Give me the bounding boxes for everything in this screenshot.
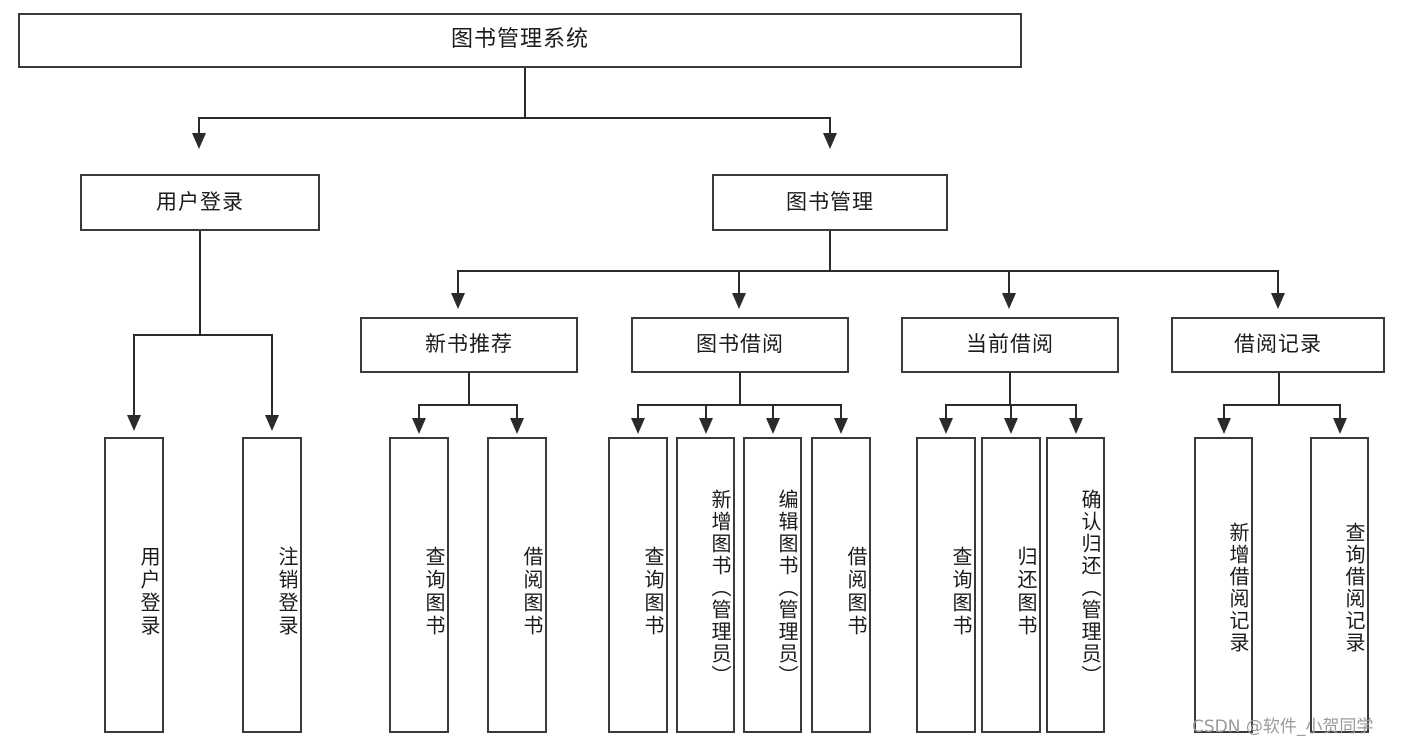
node-label: 注销登录	[275, 546, 299, 638]
node-label: 图书管理系统	[450, 27, 589, 53]
node-label: 查询借阅记录	[1342, 522, 1366, 654]
connector-book-manage-drop-2	[738, 270, 740, 296]
node-label: 查询图书	[422, 546, 446, 638]
connector-user-login-bus	[133, 334, 273, 336]
arrow-current-borrow-leaf-1	[939, 418, 953, 434]
connector-borrow-record-drop-1	[1223, 404, 1225, 420]
leaf-query-book-current[interactable]: 查询图书	[916, 437, 976, 733]
arrow-root-to-user-login	[192, 133, 206, 149]
node-book-manage[interactable]: 图书管理	[712, 174, 948, 231]
node-label: 新增图书（管理员）	[708, 489, 732, 687]
connector-user-login-drop-2	[271, 334, 273, 418]
node-label: 新增借阅记录	[1226, 522, 1250, 654]
node-current-borrow[interactable]: 当前借阅	[901, 317, 1119, 373]
arrow-borrow-record-leaf-1	[1217, 418, 1231, 434]
connector-book-borrow-stem	[739, 373, 741, 405]
leaf-query-borrow-record[interactable]: 查询借阅记录	[1310, 437, 1369, 733]
leaf-add-book[interactable]: 新增图书（管理员）	[676, 437, 735, 733]
arrow-book-manage-to-borrow-record	[1271, 293, 1285, 309]
connector-book-manage-drop-3	[1008, 270, 1010, 296]
connector-book-manage-stem	[829, 231, 831, 271]
connector-book-borrow-drop-1	[637, 404, 639, 420]
connector-new-book-recommend-bus	[418, 404, 518, 406]
connector-book-borrow-drop-4	[840, 404, 842, 420]
leaf-borrow-book-recommend[interactable]: 借阅图书	[487, 437, 547, 733]
node-label: 查询图书	[949, 546, 973, 638]
node-label: 查询图书	[641, 546, 665, 638]
arrow-new-book-recommend-leaf-2	[510, 418, 524, 434]
connector-current-borrow-drop-2	[1010, 404, 1012, 420]
node-label: 编辑图书（管理员）	[775, 489, 799, 687]
arrow-book-borrow-leaf-4	[834, 418, 848, 434]
node-label: 借阅图书	[520, 546, 544, 638]
leaf-add-borrow-record[interactable]: 新增借阅记录	[1194, 437, 1253, 733]
node-label: 当前借阅	[966, 332, 1054, 357]
leaf-query-book-borrow[interactable]: 查询图书	[608, 437, 668, 733]
arrow-book-borrow-leaf-2	[699, 418, 713, 434]
arrow-book-borrow-leaf-3	[766, 418, 780, 434]
connector-book-borrow-drop-3	[772, 404, 774, 420]
leaf-edit-book[interactable]: 编辑图书（管理员）	[743, 437, 802, 733]
node-label: 归还图书	[1014, 546, 1038, 638]
connector-book-borrow-bus	[637, 404, 842, 406]
arrow-user-login-leaf-2	[265, 415, 279, 431]
watermark: CSDN @软件_小贺同学	[1192, 717, 1374, 737]
connector-current-borrow-drop-3	[1075, 404, 1077, 420]
connector-root-stem	[524, 68, 526, 118]
node-label: 用户登录	[156, 189, 244, 214]
arrow-book-manage-to-current-borrow	[1002, 293, 1016, 309]
node-root-book-management-system[interactable]: 图书管理系统	[18, 13, 1022, 68]
leaf-borrow-book[interactable]: 借阅图书	[811, 437, 871, 733]
leaf-return-book[interactable]: 归还图书	[981, 437, 1041, 733]
connector-book-manage-drop-4	[1277, 270, 1279, 296]
arrow-new-book-recommend-leaf-1	[412, 418, 426, 434]
node-user-login[interactable]: 用户登录	[80, 174, 320, 231]
arrow-current-borrow-leaf-2	[1004, 418, 1018, 434]
node-label: 借阅图书	[844, 546, 868, 638]
arrow-root-to-book-manage	[823, 133, 837, 149]
node-label: 图书管理	[786, 189, 874, 214]
connector-book-manage-drop-1	[457, 270, 459, 296]
connector-current-borrow-stem	[1009, 373, 1011, 405]
leaf-user-logout[interactable]: 注销登录	[242, 437, 302, 733]
connector-book-manage-bus	[457, 270, 1279, 272]
arrow-book-manage-to-new-book-recommend	[451, 293, 465, 309]
connector-borrow-record-drop-2	[1339, 404, 1341, 420]
node-borrow-record[interactable]: 借阅记录	[1171, 317, 1385, 373]
arrow-book-manage-to-book-borrow	[732, 293, 746, 309]
node-new-book-recommend[interactable]: 新书推荐	[360, 317, 578, 373]
connector-borrow-record-stem	[1278, 373, 1280, 405]
arrow-current-borrow-leaf-3	[1069, 418, 1083, 434]
connector-current-borrow-drop-1	[945, 404, 947, 420]
connector-borrow-record-bus	[1223, 404, 1341, 406]
node-label: 图书借阅	[696, 332, 784, 357]
connector-root-bus	[198, 117, 831, 119]
connector-new-book-recommend-drop-2	[516, 404, 518, 420]
leaf-confirm-return[interactable]: 确认归还（管理员）	[1046, 437, 1105, 733]
node-label: 确认归还（管理员）	[1078, 489, 1102, 687]
connector-new-book-recommend-drop-1	[418, 404, 420, 420]
connector-new-book-recommend-stem	[468, 373, 470, 405]
leaf-user-login[interactable]: 用户登录	[104, 437, 164, 733]
arrow-borrow-record-leaf-2	[1333, 418, 1347, 434]
connector-book-borrow-drop-2	[705, 404, 707, 420]
node-label: 新书推荐	[425, 332, 513, 357]
node-book-borrow[interactable]: 图书借阅	[631, 317, 849, 373]
node-label: 用户登录	[137, 546, 161, 638]
connector-user-login-stem	[199, 231, 201, 335]
arrow-user-login-leaf-1	[127, 415, 141, 431]
node-label: 借阅记录	[1234, 332, 1322, 357]
connector-user-login-drop-1	[133, 334, 135, 418]
arrow-book-borrow-leaf-1	[631, 418, 645, 434]
leaf-query-book-recommend[interactable]: 查询图书	[389, 437, 449, 733]
connector-root-to-user-login	[198, 117, 200, 136]
connector-root-to-book-manage	[829, 117, 831, 136]
